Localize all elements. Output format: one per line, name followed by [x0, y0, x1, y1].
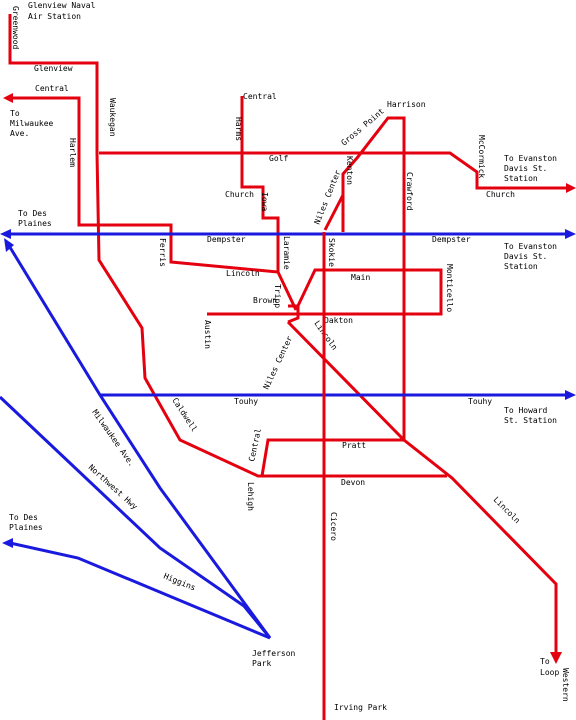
route-pratt-central [260, 438, 404, 477]
label-jefferson-1: Jefferson [252, 649, 296, 658]
label-dempster-right: Dempster [432, 235, 471, 244]
label-iowa: Iowa [260, 192, 269, 211]
label-ferris: Ferris [158, 238, 167, 267]
label-kenton: Kenton [345, 156, 354, 185]
label-to-evanston-a2: Davis St. [504, 164, 547, 173]
arrow-to-howard [565, 390, 576, 400]
label-to-milwaukee-1: To [10, 109, 20, 118]
route-main-monticello [207, 268, 443, 316]
label-skokie: Skokie [327, 238, 336, 267]
route-higgins [9, 541, 271, 640]
label-laramie: Laramie [282, 236, 291, 270]
label-to-des-plaines-low-1: To Des [9, 513, 38, 522]
label-irving-park: Irving Park [334, 703, 387, 712]
label-niles-center-mid: Niles Center [262, 334, 295, 390]
label-dempster-left: Dempster [207, 235, 246, 244]
label-brown: Brown [253, 296, 277, 305]
label-glenview: Glenview [34, 64, 73, 73]
label-tripp: Tripp [273, 284, 282, 308]
label-golf: Golf [269, 154, 288, 163]
label-lincoln-lower: Lincoln [492, 495, 522, 525]
route-brown-tripp [287, 304, 300, 324]
label-lehigh: Lehigh [246, 482, 255, 511]
label-lincoln-upper: Lincoln [226, 269, 260, 278]
label-central-lower: Central [247, 427, 263, 462]
label-to-evanston-a3: Station [504, 174, 538, 183]
arrow-to-loop [550, 652, 562, 664]
label-to-loop-1: To [540, 657, 550, 666]
route-niles-center-upper [323, 174, 345, 231]
label-gross-point: Gross Point [340, 106, 387, 147]
label-central-top: Central [243, 92, 277, 101]
label-jefferson-2: Park [252, 659, 271, 668]
label-pratt: Pratt [342, 441, 366, 450]
label-to-howard-2: St. Station [504, 416, 557, 425]
label-to-milwaukee-3: Ave. [10, 129, 29, 138]
label-cicero: Cicero [329, 512, 338, 541]
label-central-left: Central [35, 84, 69, 93]
arrow-to-des-plaines-low [2, 538, 13, 548]
route-northwest-hwy [0, 395, 272, 639]
label-to-milwaukee-2: Milwaukee [10, 119, 54, 128]
label-to-evanston-a1: To Evanston [504, 154, 557, 163]
route-harms-church [240, 96, 280, 272]
route-greenwood-glenview-waukegan [8, 14, 447, 478]
arrow-to-evanston-top [566, 183, 576, 193]
label-to-howard-1: To Howard [504, 406, 548, 415]
route-lincoln [286, 320, 558, 652]
label-waukegan: Waukegan [108, 98, 117, 137]
arrow-to-des-plaines-top [0, 229, 11, 239]
label-crawford: Crawford [405, 172, 414, 211]
label-to-des-plaines-top-1: To Des [18, 209, 47, 218]
label-harrison: Harrison [387, 100, 426, 109]
label-to-des-plaines-low-2: Plaines [9, 523, 43, 532]
label-to-evanston-b1: To Evanston [504, 242, 557, 251]
route-golf [99, 151, 566, 190]
label-to-loop-2: Loop [540, 668, 559, 677]
label-harlem: Harlem [68, 138, 77, 167]
label-niles-center-top: Niles Center [313, 169, 343, 226]
label-church-right: Church [486, 190, 515, 199]
label-mccormick: McCormick [477, 135, 486, 179]
label-glenview-naval: Glenview Naval [28, 1, 96, 10]
arrow-to-milwaukee-ave [3, 93, 13, 103]
label-harms: Harms [234, 117, 243, 141]
route-central-harlem [10, 96, 298, 311]
label-to-evanston-b3: Station [504, 262, 538, 271]
label-austin: Austin [203, 320, 212, 349]
label-touhy-right: Touhy [468, 397, 492, 406]
label-monticello: Monticello [445, 264, 454, 312]
label-to-evanston-b2: Davis St. [504, 252, 547, 261]
label-oakton: Oakton [324, 316, 353, 325]
label-air-station: Air Station [28, 12, 81, 21]
arrow-milwaukee-north [4, 238, 14, 252]
arrow-to-evanston-dempster [565, 229, 576, 239]
label-higgins: Higgins [162, 572, 197, 593]
label-main: Main [351, 273, 370, 282]
label-greenwood: Greenwood [11, 6, 20, 50]
label-to-des-plaines-top-2: Plaines [18, 219, 52, 228]
label-devon: Devon [341, 478, 365, 487]
label-western: Western [561, 668, 570, 702]
route-milwaukee-ave [6, 243, 272, 639]
label-church-mid: Church [225, 190, 254, 199]
label-touhy-left: Touhy [234, 397, 258, 406]
